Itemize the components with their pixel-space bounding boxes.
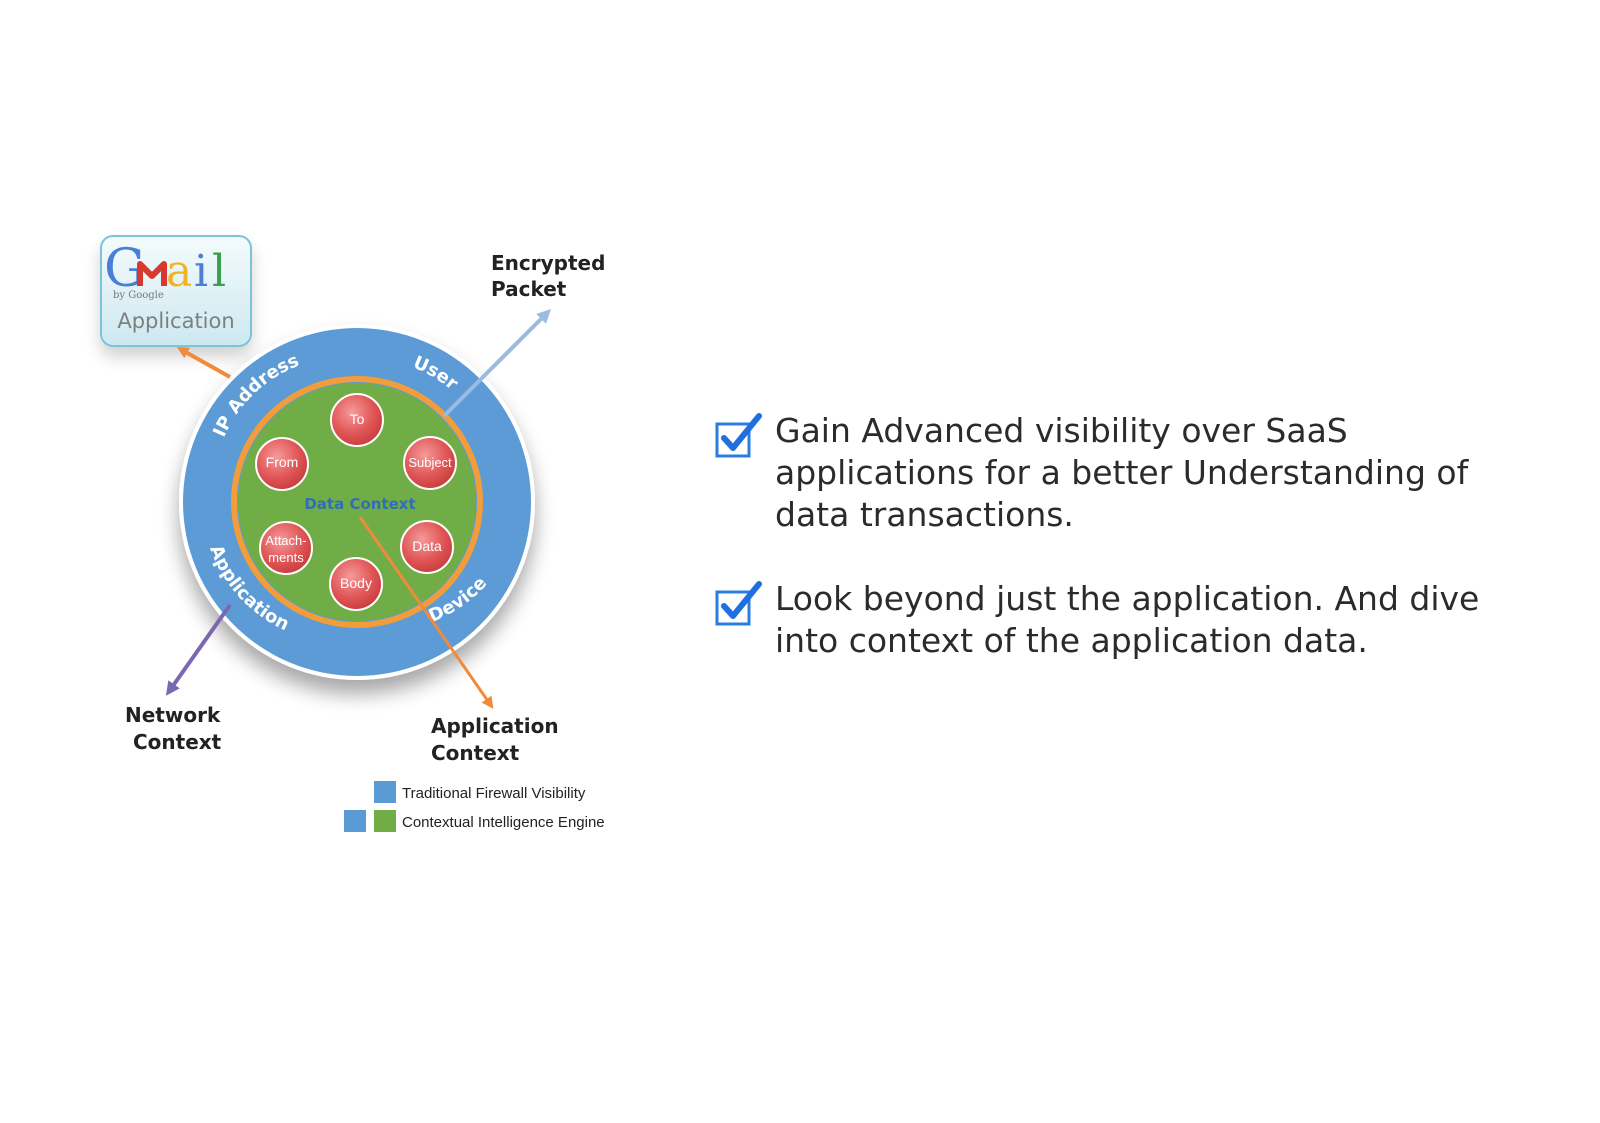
node-body: Body bbox=[329, 557, 383, 611]
node-to: To bbox=[330, 393, 384, 447]
context-diagram-svg: G a i l by Google Application IP Address… bbox=[100, 235, 605, 832]
node-attachments: Attach- ments bbox=[259, 521, 313, 575]
node-data: Data bbox=[400, 520, 454, 574]
svg-text:i: i bbox=[194, 246, 208, 297]
legend-swatch-green bbox=[374, 810, 396, 832]
svg-text:From: From bbox=[266, 454, 299, 470]
bullet-text: Look beyond just the application. And di… bbox=[775, 579, 1480, 660]
node-subject: Subject bbox=[403, 436, 457, 490]
svg-text:l: l bbox=[212, 246, 226, 297]
application-context-label-line2: Context bbox=[431, 741, 520, 765]
gmail-logo: G a i l by Google bbox=[104, 239, 226, 301]
svg-text:Body: Body bbox=[340, 575, 372, 591]
legend-traditional-label: Traditional Firewall Visibility bbox=[402, 785, 586, 802]
bullet-text: Gain Advanced visibility over SaaS appli… bbox=[775, 411, 1469, 534]
network-context-label-line1: Network bbox=[125, 703, 221, 727]
bullet-list: Gain Advanced visibility over SaaS appli… bbox=[715, 410, 1575, 704]
data-context-label: Data Context bbox=[304, 495, 415, 513]
application-context-label-line1: Application bbox=[431, 714, 559, 738]
legend-contextual-label: Contextual Intelligence Engine bbox=[402, 814, 605, 831]
encrypted-packet-label-line1: Encrypted bbox=[491, 251, 605, 275]
node-from: From bbox=[255, 437, 309, 491]
svg-text:Data: Data bbox=[412, 538, 442, 554]
gmail-caption: Application bbox=[117, 309, 234, 333]
svg-text:To: To bbox=[350, 411, 365, 427]
arrow-to-application bbox=[176, 347, 231, 379]
svg-text:Subject: Subject bbox=[408, 455, 452, 470]
orange-ring bbox=[231, 376, 483, 628]
gmail-envelope-icon bbox=[137, 261, 167, 286]
bullet-item: Look beyond just the application. And di… bbox=[715, 578, 1575, 662]
network-context-label-line2: Context bbox=[133, 730, 222, 754]
svg-text:ments: ments bbox=[268, 550, 304, 565]
checkbox-checked-icon bbox=[715, 413, 762, 458]
arrow-to-encrypted-packet bbox=[442, 309, 551, 418]
context-diagram: G a i l by Google Application IP Address… bbox=[0, 0, 660, 1123]
checkbox-checked-icon bbox=[715, 581, 762, 626]
arrow-to-application-context bbox=[358, 516, 494, 709]
legend: Traditional Firewall Visibility Contextu… bbox=[344, 781, 605, 832]
encrypted-packet-label-line2: Packet bbox=[491, 277, 567, 301]
legend-swatch-blue-2 bbox=[344, 810, 366, 832]
gmail-byline: by Google bbox=[113, 290, 164, 301]
legend-swatch-blue bbox=[374, 781, 396, 803]
bullet-item: Gain Advanced visibility over SaaS appli… bbox=[715, 410, 1575, 536]
svg-text:Attach-: Attach- bbox=[265, 533, 306, 548]
arrow-to-network-context bbox=[165, 603, 232, 696]
svg-text:a: a bbox=[166, 246, 192, 297]
